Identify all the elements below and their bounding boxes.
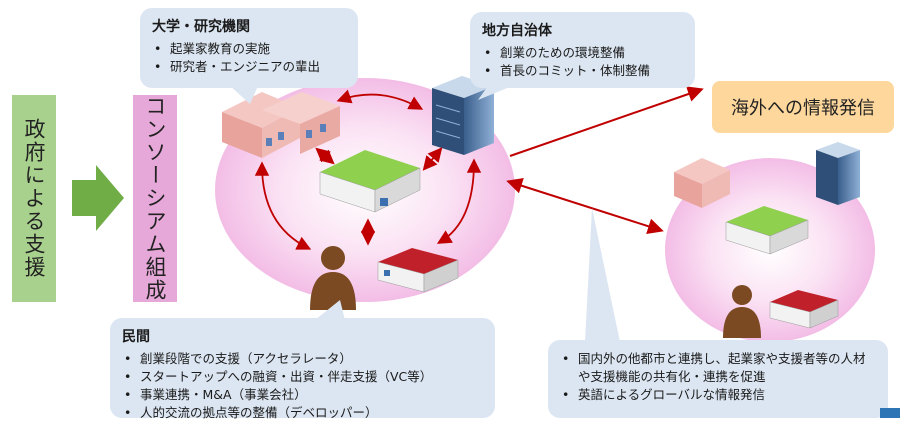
remote-person-icon (723, 285, 761, 338)
university-item: 起業家教育の実施 (154, 40, 346, 58)
overseas-label: 海外への情報発信 (731, 98, 875, 119)
government-support-label: 政府による支援 (22, 118, 46, 279)
overseas-info-box: 海外への情報発信 (712, 81, 894, 133)
local-government-item: 首長のコミット・体制整備 (484, 62, 683, 80)
green-building-icon (319, 150, 421, 213)
university-callout: 大学・研究機関 起業家教育の実施 研究者・エンジニアの輩出 (140, 8, 358, 88)
university-building-icon (222, 92, 340, 158)
person-icon (310, 246, 356, 310)
consortium-label: コンソーシアム組成 (143, 95, 167, 302)
arrow-to-overseas (509, 86, 704, 157)
green-arrow (72, 165, 124, 231)
arrow-univ-green (315, 147, 335, 165)
private-sector-callout: 民間 創業段階での支援（アクセラレータ） スタートアップへの融資・出資・伴走支援… (110, 318, 495, 422)
local-government-callout: 地方自治体 創業のための環境整備 首長のコミット・体制整備 (470, 12, 695, 88)
arrow-tower-red (436, 158, 482, 244)
private-sector-item: 事業連携・M&A（事業会社） (124, 386, 483, 404)
univ-bubble-tail (230, 86, 258, 104)
network-callout: 国内外の他都市と連携し、起業家や支援者等の人材や支援機能の共有化・連携を促進 英… (548, 340, 888, 418)
red-building-icon (377, 248, 459, 293)
remote-red-building-icon (769, 290, 839, 329)
page-number-badge (880, 408, 900, 418)
government-support-box: 政府による支援 (12, 95, 56, 302)
remote-tower-icon (816, 142, 860, 205)
private-sector-title: 民間 (122, 329, 150, 345)
network-bubble-tail (585, 208, 620, 342)
network-item: 英語によるグローバルな情報発信 (562, 386, 876, 404)
private-sector-item: スタートアップへの融資・出資・伴走支援（VC等） (124, 368, 483, 386)
private-bubble-tail (315, 300, 345, 320)
local-government-item: 創業のための環境整備 (484, 44, 683, 62)
consortium-box: コンソーシアム組成 (133, 95, 177, 302)
private-sector-item: 人的交流の拠点等の整備（デベロッパー） (124, 404, 483, 422)
local-government-title: 地方自治体 (482, 23, 552, 39)
arrow-to-remote (506, 178, 664, 234)
arrow-univ-tower (336, 89, 424, 110)
remote-university-icon (674, 158, 730, 208)
university-item: 研究者・エンジニアの輩出 (154, 58, 346, 76)
remote-green-building-icon (725, 206, 809, 255)
university-title: 大学・研究機関 (152, 19, 250, 35)
local-bubble-tail (478, 86, 512, 100)
private-sector-item: 創業段階での支援（アクセラレータ） (124, 350, 483, 368)
arrow-tower-green (422, 147, 443, 171)
arrow-univ-person (254, 161, 312, 250)
network-item: 国内外の他都市と連携し、起業家や支援者等の人材や支援機能の共有化・連携を促進 (562, 350, 876, 386)
